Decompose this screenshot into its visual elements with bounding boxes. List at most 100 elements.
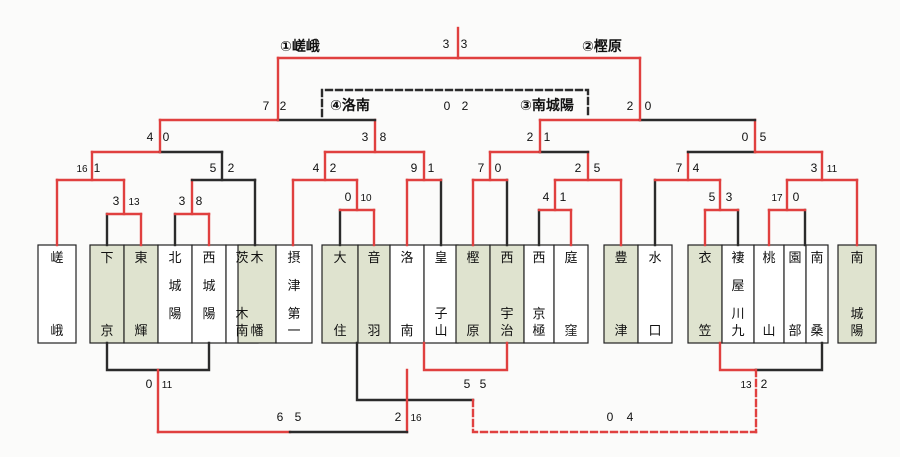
team-name-char: 南 bbox=[400, 323, 413, 338]
team-name-char: 屋 bbox=[731, 278, 744, 293]
team-names: 嵯峨下京東輝北城陽西城陽茨木南木幡摂津第一大住音羽洛南皇子山樫原西宇治西京極庭窪… bbox=[50, 250, 863, 338]
score-m10a: 7 bbox=[263, 99, 270, 113]
line-m22 bbox=[320, 88, 590, 118]
label-kashihara: ②樫原 bbox=[582, 38, 622, 54]
score-m2b: 8 bbox=[196, 194, 203, 208]
score-m11b: 0 bbox=[495, 161, 502, 175]
team-name-char: 川 bbox=[731, 306, 744, 321]
team-box-t21 bbox=[753, 244, 785, 344]
team-name-char: 津 bbox=[614, 323, 627, 338]
team-name-char: 部 bbox=[788, 323, 801, 338]
score-c1a: 0 bbox=[146, 377, 153, 391]
score-c2b: 5 bbox=[480, 377, 487, 391]
score-m22b: 2 bbox=[462, 99, 469, 113]
score-m8a: 9 bbox=[411, 161, 418, 175]
team-name-char: 京 bbox=[100, 323, 113, 338]
team-box-t1 bbox=[37, 244, 77, 344]
score-m11a: 7 bbox=[478, 161, 485, 175]
team-box-t7 bbox=[237, 244, 277, 344]
team-name-char: 宇 bbox=[500, 306, 513, 321]
team-name-char: 衣 bbox=[698, 250, 711, 265]
score-c2a: 5 bbox=[464, 377, 471, 391]
score-m9a: 3 bbox=[362, 130, 369, 144]
team-name-char: 陽 bbox=[202, 306, 215, 321]
score-m17a: 7 bbox=[676, 161, 683, 175]
score-c3a: 13 bbox=[740, 380, 752, 391]
score-m15a: 5 bbox=[709, 190, 716, 204]
score-m17b: 4 bbox=[693, 161, 700, 175]
score-c6a: 0 bbox=[607, 410, 614, 424]
team-name-char: 西 bbox=[500, 250, 513, 265]
team-name-char: 山 bbox=[762, 323, 775, 338]
line-c3 bbox=[718, 341, 758, 372]
team-name-char: 陽 bbox=[168, 306, 181, 321]
team-name-char: 洛 bbox=[400, 250, 413, 265]
team-name-char: 極 bbox=[532, 323, 545, 338]
team-name-char: 音 bbox=[367, 250, 380, 265]
score-m5b: 0 bbox=[163, 130, 170, 144]
team-box-t12 bbox=[423, 244, 459, 344]
team-name-char: 西 bbox=[202, 250, 215, 265]
score-m12a: 4 bbox=[543, 190, 550, 204]
score-c4b: 5 bbox=[295, 410, 302, 424]
team-name-char: 茨 bbox=[235, 250, 248, 265]
score-c3b: 2 bbox=[761, 377, 768, 391]
score-m12b: 1 bbox=[560, 190, 567, 204]
score-m21b: 3 bbox=[461, 37, 468, 51]
team-name-char: 大 bbox=[333, 250, 346, 265]
consolation-lines bbox=[105, 341, 824, 434]
team-name-char: 笠 bbox=[698, 323, 711, 338]
team-name-char: 木 bbox=[250, 250, 263, 265]
seed-labels: ①嵯峨 ②樫原 ③南城陽 ④洛南 bbox=[280, 38, 622, 113]
score-c5a: 2 bbox=[395, 410, 402, 424]
team-box-t9 bbox=[321, 244, 359, 344]
line-c2a bbox=[355, 341, 475, 402]
team-name-char: 城 bbox=[850, 306, 863, 321]
score-m13a: 2 bbox=[575, 161, 582, 175]
score-m22a: 0 bbox=[444, 99, 451, 113]
score-m8b: 1 bbox=[428, 161, 435, 175]
score-m18b: 11 bbox=[827, 164, 838, 175]
score-m5a: 4 bbox=[147, 130, 154, 144]
line-c3b bbox=[754, 341, 824, 372]
team-name-char: 下 bbox=[100, 250, 113, 265]
team-box-t17 bbox=[603, 244, 639, 344]
team-name-char: 治 bbox=[500, 323, 513, 338]
team-box-t13 bbox=[455, 244, 491, 344]
team-name-char: 城 bbox=[202, 278, 215, 293]
team-name-char: 木 bbox=[235, 306, 248, 321]
team-name-char: 南 bbox=[235, 323, 248, 338]
team-name-char: 輝 bbox=[134, 323, 147, 338]
score-m10b: 2 bbox=[280, 99, 287, 113]
score-m13b: 5 bbox=[594, 161, 601, 175]
team-name-char: 原 bbox=[466, 323, 479, 338]
team-name-char: 山 bbox=[434, 323, 447, 338]
team-name-char: 九 bbox=[731, 323, 744, 338]
team-name-char: 子 bbox=[434, 306, 447, 321]
team-name-char: 南 bbox=[810, 250, 823, 265]
team-name-char: 窪 bbox=[564, 323, 577, 338]
score-m9b: 8 bbox=[380, 130, 387, 144]
score-m3b: 1 bbox=[94, 161, 101, 175]
score-m4a: 5 bbox=[210, 161, 217, 175]
team-box-t18 bbox=[637, 244, 673, 344]
team-box-t2 bbox=[89, 244, 125, 344]
team-name-char: 水 bbox=[648, 250, 661, 265]
team-name-char: 一 bbox=[287, 323, 300, 338]
team-box-t10 bbox=[357, 244, 391, 344]
score-m2a: 3 bbox=[179, 194, 186, 208]
score-m21a: 3 bbox=[443, 37, 450, 51]
team-name-char: 園 bbox=[788, 250, 801, 265]
team-name-char: 庭 bbox=[564, 250, 577, 265]
team-box-t24 bbox=[837, 244, 877, 344]
team-name-char: 西 bbox=[532, 250, 545, 265]
team-name-char: 桑 bbox=[810, 323, 823, 338]
team-boxes bbox=[37, 244, 877, 344]
team-name-char: 幡 bbox=[250, 323, 263, 338]
team-box-t16 bbox=[553, 244, 589, 344]
score-m4b: 2 bbox=[228, 161, 235, 175]
team-box-t23 bbox=[805, 244, 829, 344]
line-c1 bbox=[105, 341, 211, 372]
score-m7b: 2 bbox=[330, 161, 337, 175]
